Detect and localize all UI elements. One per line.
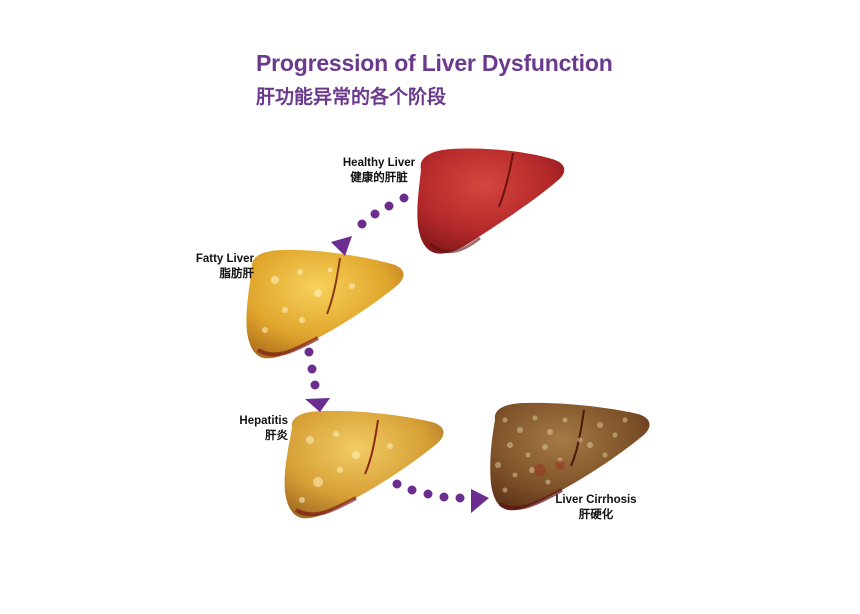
fatty-liver-label-zh: 脂肪肝 [219, 268, 255, 280]
page-subtitle: 肝功能异常的各个阶段 [256, 87, 447, 108]
fatty-liver-label-en: Fatty Liver [195, 253, 254, 265]
arrow-fatty-to-hepatitis [304, 347, 330, 412]
fatty-liver-icon [246, 249, 404, 359]
healthy-liver-label: Healthy Liver 健康的肝脏 [334, 156, 424, 186]
page-title: Progression of Liver Dysfunction [256, 50, 613, 76]
arrow-healthy-to-fatty [331, 193, 409, 256]
arrow-hepatitis-to-cirrhosis [392, 479, 489, 513]
hepatitis-label-zh: 肝炎 [265, 430, 288, 442]
healthy-liver-label-en: Healthy Liver [342, 157, 416, 169]
hepatitis-liver-icon [284, 410, 444, 519]
cirrhosis-label-zh: 肝硬化 [578, 509, 614, 521]
cirrhosis-label-en: Liver Cirrhosis [555, 494, 637, 506]
hepatitis-label-en: Hepatitis [239, 415, 288, 427]
fatty-liver-label: Fatty Liver 脂肪肝 [176, 252, 254, 282]
cirrhosis-liver-icon [490, 402, 650, 511]
hepatitis-label: Hepatitis 肝炎 [210, 414, 288, 444]
healthy-liver-icon [417, 148, 565, 254]
healthy-liver-label-zh: 健康的肝脏 [350, 172, 408, 184]
cirrhosis-label: Liver Cirrhosis 肝硬化 [548, 493, 644, 523]
